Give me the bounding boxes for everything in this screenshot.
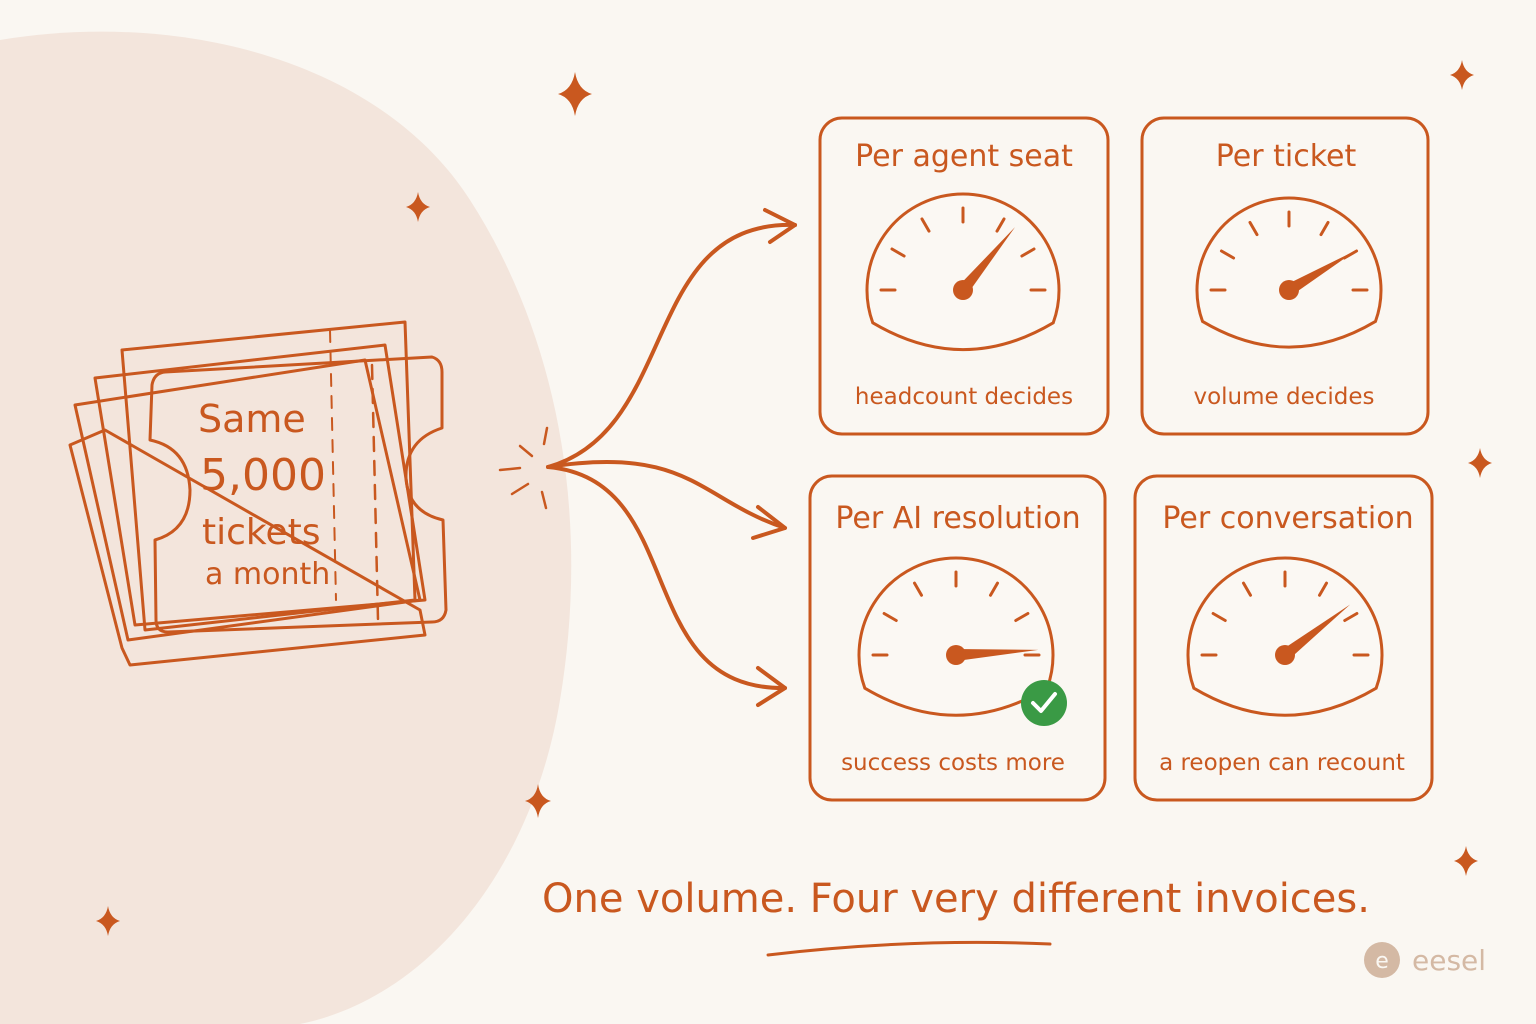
gauge <box>1186 556 1384 717</box>
sparkle-icon <box>558 72 592 116</box>
sparkle-icon <box>96 906 120 936</box>
card-caption: headcount decides <box>855 384 1073 410</box>
card-title: Per agent seat <box>855 139 1073 174</box>
arrow-to-per-agent-seat <box>546 222 797 469</box>
arrow-to-per-ticket <box>546 459 787 530</box>
ticket-front <box>148 355 448 634</box>
gauge-hub <box>953 280 973 300</box>
gauge-tick <box>920 217 931 233</box>
ticket-line-4: a month <box>205 557 330 592</box>
sparkle-icon <box>1454 846 1478 876</box>
ticket-line-2: 5,000 <box>200 450 326 501</box>
card-caption: success costs more <box>841 750 1065 776</box>
gauge-hub <box>946 645 966 665</box>
arrow-to-per-ai-resolution <box>546 465 787 691</box>
card-per-ticket: Per ticket volume decides <box>1140 116 1430 436</box>
card-caption: volume decides <box>1193 384 1374 410</box>
gauge-needle <box>1285 250 1357 296</box>
card-per-ai-resolution: Per AI resolution success costs more <box>808 474 1107 802</box>
card-title: Per AI resolution <box>835 501 1080 536</box>
gauge-hub <box>1275 645 1295 665</box>
logo-mark: e <box>1375 949 1389 974</box>
ticket-line-3: tickets <box>202 512 321 553</box>
gauge-dial <box>865 192 1061 351</box>
checkmark-icon <box>1031 692 1057 713</box>
card-title: Per conversation <box>1162 501 1413 536</box>
card-per-agent-seat: Per agent seat headcount decides <box>818 116 1110 436</box>
card-title: Per ticket <box>1216 139 1357 174</box>
gauge-hub <box>1279 280 1299 300</box>
sparkle-icon <box>525 784 551 818</box>
sparkle-icon <box>1450 60 1474 90</box>
eesel-logo: e eesel <box>1364 942 1486 978</box>
success-badge <box>1021 680 1067 726</box>
gauge-dial <box>1195 196 1383 349</box>
gauge-tick <box>1248 220 1259 237</box>
gauge-needle <box>958 227 1016 294</box>
gauge-tick <box>890 247 906 258</box>
tagline: One volume. Four very different invoices… <box>542 876 1370 922</box>
logo-wordmark: eesel <box>1412 944 1486 977</box>
gauge-tick <box>1020 247 1036 258</box>
gauge-tick <box>1219 249 1236 260</box>
background-blob <box>0 31 572 1024</box>
gauge-tick <box>1242 581 1252 597</box>
ticket-line-1: Same <box>198 397 306 441</box>
gauge-dial <box>857 556 1055 717</box>
gauge-tick <box>882 612 898 622</box>
sparkle-icon <box>406 192 430 222</box>
gauge-tick <box>1211 612 1227 622</box>
gauge-tick <box>913 581 923 597</box>
sparkle-icon <box>1468 448 1492 478</box>
branch-arrows <box>546 208 797 707</box>
burst-mark <box>498 426 549 510</box>
gauge-tick <box>989 581 999 597</box>
card-caption: a reopen can recount <box>1159 750 1405 776</box>
gauge <box>857 556 1055 717</box>
gauge-needle <box>1281 604 1351 660</box>
gauge-tick <box>995 217 1006 233</box>
gauge <box>1195 196 1383 349</box>
gauge <box>865 192 1061 351</box>
tagline-underline <box>766 940 1052 957</box>
ticket-stack: Same 5,000 tickets a month <box>68 320 448 667</box>
gauge-tick <box>1014 612 1030 622</box>
gauge-dial <box>1186 556 1384 717</box>
sparkle-icons <box>96 60 1492 936</box>
card-per-conversation: Per conversation a reopen can recount <box>1133 474 1434 802</box>
gauge-tick <box>1319 220 1330 237</box>
gauge-tick <box>1343 612 1359 622</box>
gauge-tick <box>1318 581 1328 597</box>
gauge-needle <box>955 649 1039 661</box>
